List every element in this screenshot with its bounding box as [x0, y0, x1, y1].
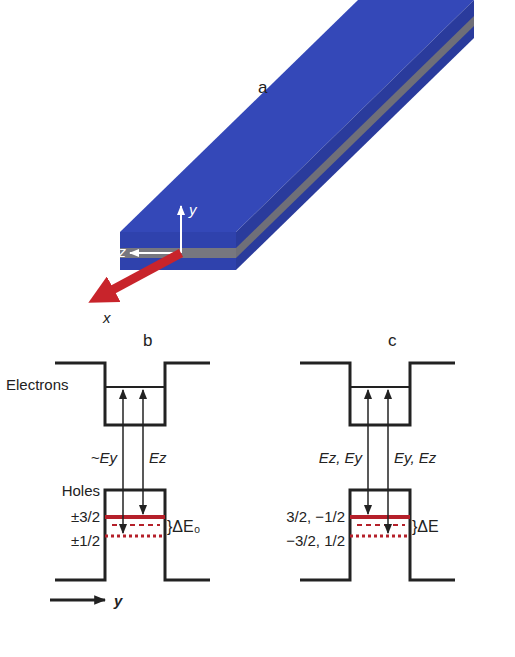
- y-direction-arrow: [50, 599, 105, 602]
- axis-label: x: [103, 310, 111, 327]
- transition-arrow: [387, 390, 389, 533]
- transition-arrow: [122, 390, 124, 533]
- y-axis: [180, 206, 182, 253]
- spin-label: ±1/2: [71, 533, 100, 550]
- transition-arrow: [142, 390, 144, 514]
- spin-label: −3/2, 1/2: [286, 533, 345, 550]
- splitting-label: }ΔE: [412, 518, 439, 536]
- x-axis: [101, 253, 181, 296]
- polarization-label: Ez, Ey: [319, 450, 362, 467]
- hole-level-light: [105, 535, 165, 538]
- hole-well: [55, 490, 210, 580]
- direction-label: y: [114, 593, 122, 610]
- polarization-label: Ey, Ez: [394, 450, 436, 467]
- splitting-label: }ΔE₀: [167, 518, 200, 536]
- hole-level-heavy: [350, 515, 410, 519]
- spin-label: ±3/2: [71, 509, 100, 526]
- panel-b: [50, 363, 210, 600]
- panel-letter: a: [258, 79, 267, 98]
- slab-side: [236, 0, 474, 270]
- panel-letter: b: [143, 332, 152, 351]
- electron-level: [350, 386, 410, 388]
- electron-level: [105, 386, 165, 388]
- axis-label: z: [119, 244, 127, 261]
- hole-level-light: [350, 535, 410, 538]
- spin-label: 3/2, −1/2: [286, 509, 345, 526]
- hole-level-split: [357, 524, 405, 526]
- panel-letter: c: [388, 332, 397, 351]
- band-label: Holes: [62, 483, 100, 500]
- polarization-label: Ez: [149, 450, 167, 467]
- hole-level-split: [112, 524, 160, 526]
- hole-level-heavy: [105, 515, 165, 519]
- polarization-label: ~Ey: [91, 450, 117, 467]
- slab-side-layer: [236, 16, 474, 258]
- axis-label: y: [189, 202, 197, 219]
- slab: [101, 0, 474, 296]
- electron-well: [55, 363, 210, 425]
- electron-well: [300, 363, 455, 425]
- transition-arrow: [367, 390, 369, 514]
- band-label: Electrons: [6, 377, 69, 394]
